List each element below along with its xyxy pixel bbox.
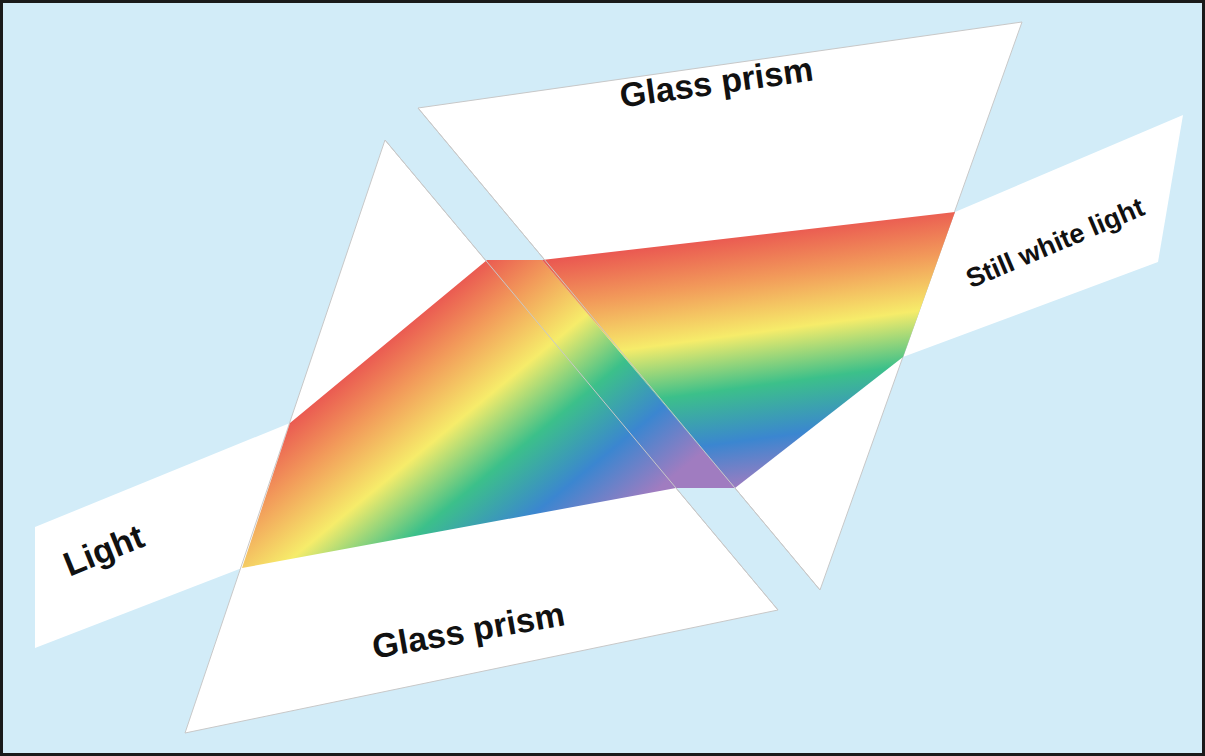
- spectrum: [542, 212, 955, 488]
- glass-prism: [185, 140, 778, 733]
- prism-edge: [418, 108, 820, 590]
- prism-edge: [385, 140, 778, 610]
